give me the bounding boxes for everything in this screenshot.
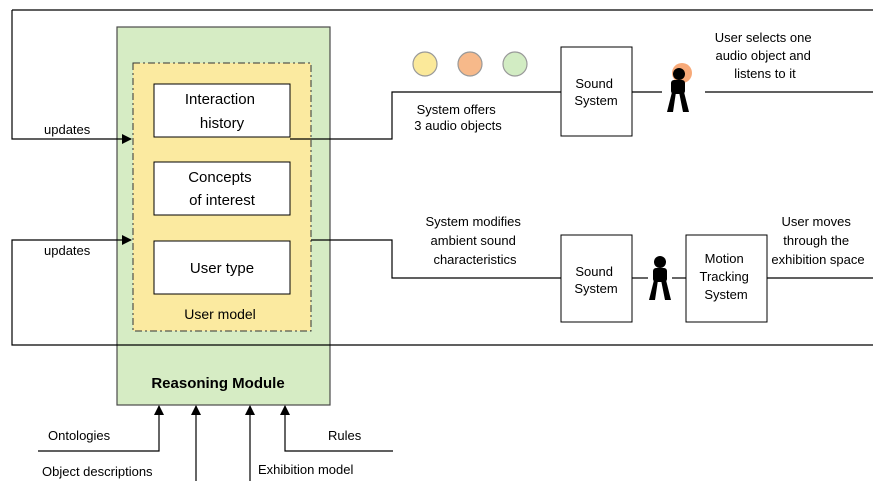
audio-object-icon — [502, 51, 528, 77]
updates-top-label: updates — [44, 122, 91, 137]
concepts-of-interest-box — [153, 161, 291, 216]
bottom-updates-loop — [11, 235, 873, 346]
top-updates-loop — [11, 10, 132, 144]
motion-tracking-box — [685, 234, 768, 323]
interaction-history-label: Interaction history — [185, 91, 259, 132]
reasoning-module-title: Reasoning Module — [151, 375, 284, 392]
sound-system-bottom-box — [560, 234, 633, 323]
interaction-to-sound-line — [290, 91, 561, 140]
audio-object-icon — [412, 51, 438, 77]
interaction-history-box — [153, 83, 291, 138]
usertype-to-sound-line — [311, 239, 561, 279]
rules-label: Rules — [328, 428, 362, 443]
user-selects-label: User selects one audio object and listen… — [715, 30, 815, 81]
user-listening-icon — [667, 63, 692, 112]
motion-tracking-label: Motion Tracking System — [700, 251, 753, 302]
audio-object-icon — [457, 51, 483, 77]
sound-system-top-label: Sound System — [574, 76, 617, 108]
user-model-label: User model — [184, 306, 256, 322]
ontologies-label: Ontologies — [48, 428, 111, 443]
user-type-label: User type — [190, 260, 254, 277]
ontologies-input — [38, 405, 164, 452]
concepts-of-interest-label: Concepts of interest — [188, 169, 256, 209]
user-moving-icon — [649, 256, 671, 300]
sound-system-top-box — [560, 46, 633, 137]
sound-system-bottom-label: Sound System — [574, 264, 617, 296]
system-modifies-label: System modifies ambient sound characteri… — [426, 214, 525, 267]
user-type-box — [153, 240, 291, 295]
updates-bottom-label: updates — [44, 243, 91, 258]
user-moves-label: User moves through the exhibition space — [771, 214, 864, 267]
rules-input — [280, 405, 393, 452]
object-descriptions-label: Object descriptions — [42, 464, 153, 479]
exhibition-model-label: Exhibition model — [258, 462, 353, 477]
system-offers-label: System offers 3 audio objects — [414, 102, 502, 133]
